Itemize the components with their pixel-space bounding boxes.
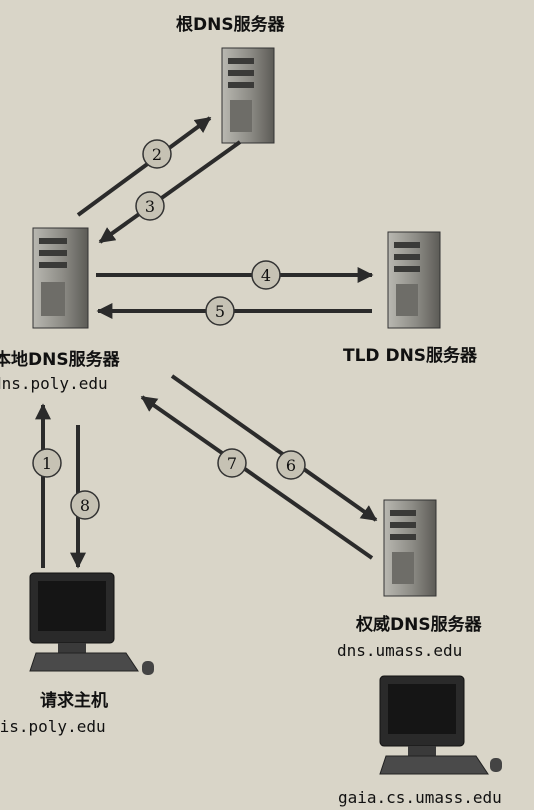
step-3-marker: 3: [135, 191, 165, 221]
step-2-number: 2: [152, 145, 162, 164]
root-dns-server-label: 根DNS服务器: [176, 15, 285, 35]
step-3-arrow: [98, 140, 242, 244]
step-6-number: 6: [286, 456, 296, 475]
requesting-host-label: 请求主机: [40, 691, 108, 711]
target-host-name: gaia.cs.umass.edu: [338, 788, 502, 807]
step-3-number: 3: [145, 197, 155, 216]
step-8-number: 8: [80, 496, 90, 515]
step-4-number: 4: [261, 266, 271, 285]
step-7-arrow: [140, 395, 374, 560]
local-dns-server-host: dns.poly.edu: [0, 374, 108, 393]
step-4-marker: 4: [251, 260, 281, 290]
step-6-arrow: [170, 374, 378, 522]
authoritative-dns-server-icon: [383, 499, 437, 597]
local-dns-server-label: 本地DNS服务器: [0, 350, 120, 370]
step-1-marker: 1: [32, 448, 62, 478]
step-1-number: 1: [42, 454, 52, 473]
requesting-host-computer-icon: [29, 572, 154, 675]
target-host-computer-icon: [379, 675, 502, 775]
step-7-marker: 7: [217, 448, 247, 478]
tld-dns-server-icon: [387, 231, 441, 329]
step-2-marker: 2: [142, 139, 172, 169]
requesting-host-name: cis.poly.edu: [0, 717, 106, 736]
step-7-number: 7: [227, 454, 237, 473]
step-5-marker: 5: [205, 296, 235, 326]
step-6-marker: 6: [276, 450, 306, 480]
local-dns-server-icon: [32, 227, 89, 329]
root-dns-server-icon: [221, 47, 275, 144]
authoritative-dns-server-host: dns.umass.edu: [337, 641, 463, 660]
authoritative-dns-server-label: 权威DNS服务器: [356, 615, 482, 635]
step-5-number: 5: [215, 302, 225, 321]
step-2-arrow: [76, 116, 212, 217]
step-8-marker: 8: [70, 490, 100, 520]
tld-dns-server-label: TLD DNS服务器: [343, 346, 478, 366]
